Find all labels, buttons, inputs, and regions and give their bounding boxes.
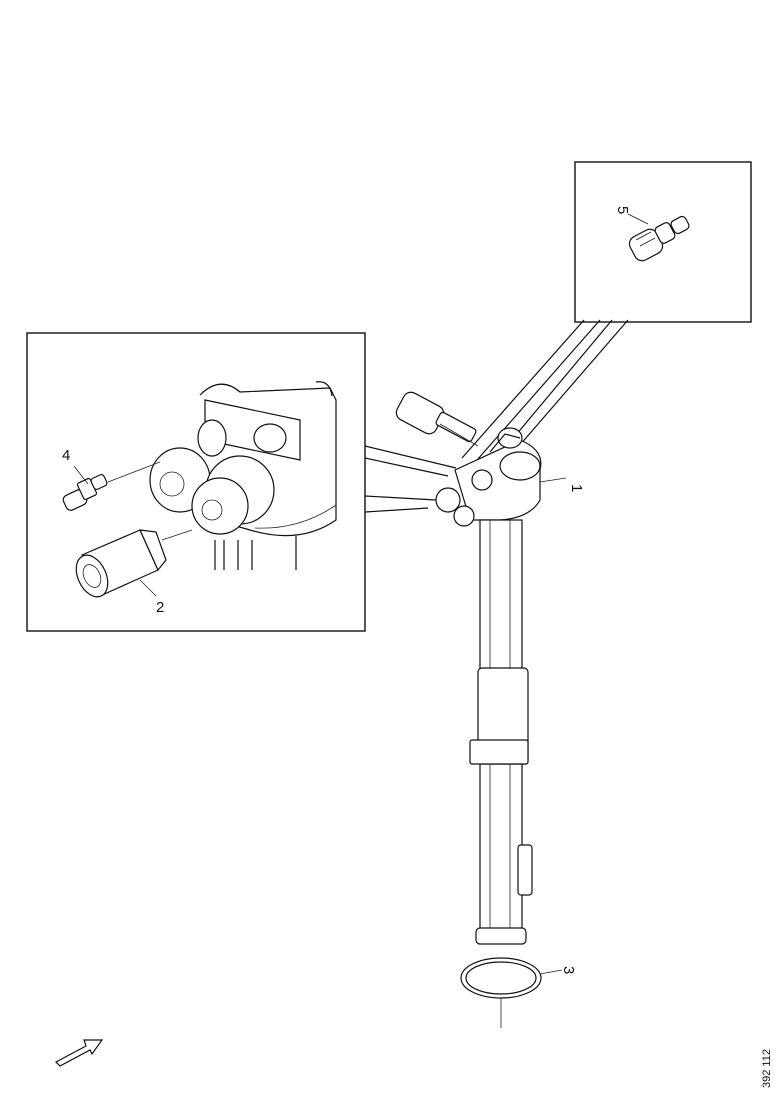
part-3-o-ring: [460, 957, 542, 1028]
suction-tube: [469, 519, 533, 945]
leader-3: [539, 969, 563, 975]
leader-1: [539, 477, 567, 483]
detail-leaders-upper: [461, 319, 629, 479]
detail-box-upper-right: [574, 161, 752, 323]
leader-4: [73, 465, 89, 485]
part-5-fitting: [628, 215, 690, 262]
figure-reference: 392 112: [761, 1049, 773, 1088]
part-4-nipple: [62, 473, 108, 511]
callout-5: 5: [614, 206, 631, 214]
part-1-pump-head: [395, 391, 542, 527]
detail-box-left: [26, 332, 366, 632]
leader-2: [139, 579, 157, 597]
part-2-coupler: [75, 529, 167, 598]
pump-head-body: [149, 381, 337, 570]
callout-4: 4: [62, 447, 70, 464]
forward-arrow-icon: [55, 1039, 104, 1067]
callout-2: 2: [156, 599, 164, 616]
leader-5: [627, 213, 649, 225]
detail-leaders-left: [364, 445, 457, 513]
callout-1: 1: [568, 484, 585, 492]
callout-3: 3: [560, 966, 577, 974]
